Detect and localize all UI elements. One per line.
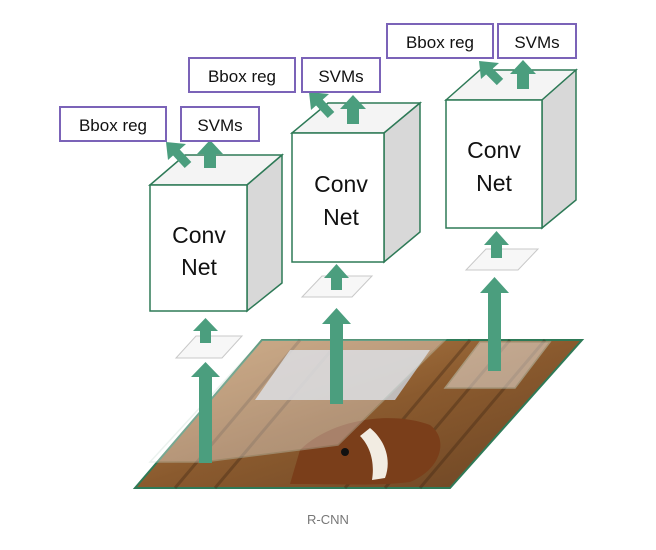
- bbox-reg-label-3: Bbox reg: [406, 33, 474, 52]
- conv-net-label-2-line1: Conv: [314, 171, 368, 197]
- conv-net-box-2: [291, 132, 385, 263]
- svms-box-1: [180, 106, 260, 142]
- conv-net-label-1-line1: Conv: [172, 222, 226, 248]
- conv-net-label-1-line2: Net: [181, 254, 217, 280]
- conv-net-box-3: [445, 99, 543, 229]
- svms-label-2: SVMs: [318, 67, 363, 86]
- horse-head-shape: [290, 418, 441, 485]
- warped-region-3: [464, 248, 540, 271]
- conv-net-label-3-line2: Net: [476, 170, 512, 196]
- conv-net-label-3-line1: Conv: [467, 137, 521, 163]
- network-2: Conv Net Bbox reg SVMs: [188, 57, 423, 404]
- bbox-reg-box-1: [59, 106, 167, 142]
- conv-net-box-1: [149, 184, 248, 312]
- output-arrows-3: [479, 60, 536, 89]
- svms-label-1: SVMs: [197, 116, 242, 135]
- region-proposal-1: [148, 339, 447, 463]
- input-image: [132, 339, 585, 489]
- network-1: Conv Net Bbox reg SVMs: [59, 106, 285, 463]
- conv-net-label-2-line2: Net: [323, 204, 359, 230]
- bbox-reg-label-1: Bbox reg: [79, 116, 147, 135]
- svms-box-3: [497, 23, 577, 59]
- bbox-reg-box-2: [188, 57, 296, 93]
- output-arrows-2: [309, 92, 366, 124]
- bbox-reg-label-2: Bbox reg: [208, 67, 276, 86]
- network-3: Conv Net Bbox reg SVMs: [386, 23, 578, 371]
- svms-box-2: [301, 57, 381, 93]
- bbox-reg-box-3: [386, 23, 494, 59]
- figure-caption: R-CNN: [307, 512, 349, 527]
- output-arrows-1: [166, 140, 223, 169]
- warped-region-1: [174, 335, 244, 359]
- svms-label-3: SVMs: [514, 33, 559, 52]
